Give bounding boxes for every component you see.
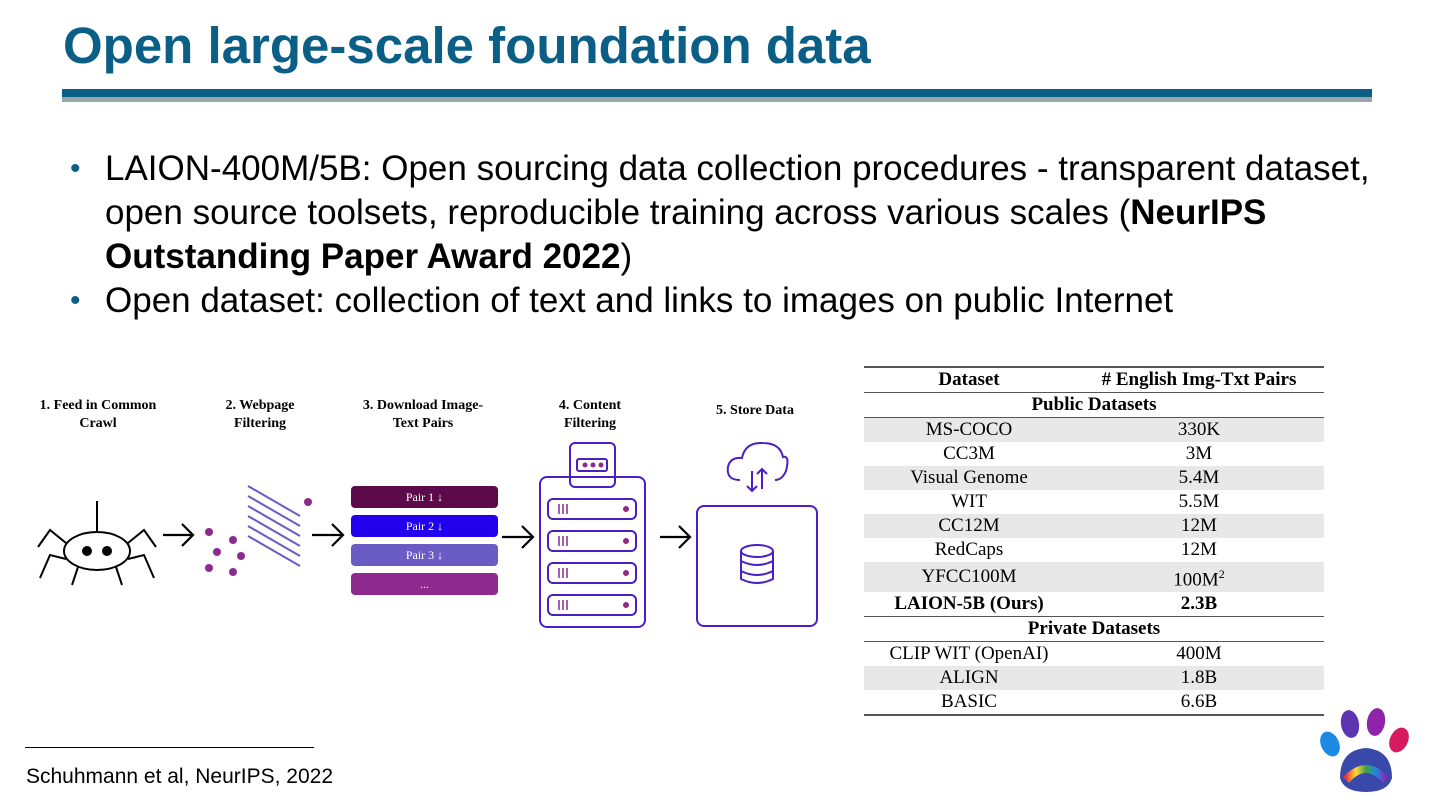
paw-logo-icon — [1320, 708, 1409, 792]
table-row-ours: LAION-5B (Ours)2.3B — [864, 592, 1324, 618]
bullet-item-open-dataset: • Open dataset: collection of text and l… — [70, 279, 1390, 323]
bullet-item-laion: • LAION-400M/5B: Open sourcing data coll… — [70, 147, 1390, 279]
award-text: NeurIPS Outstanding Paper Award 2022 — [105, 193, 1267, 276]
pair-row: Pair 2 ↓ — [351, 515, 498, 537]
step3-label: 3. Download Image-Text Pairs — [362, 398, 484, 431]
arrow-right-icon — [312, 523, 345, 547]
table-header-dataset: Dataset — [864, 366, 1074, 393]
table-cell-value: 100M2 — [1074, 562, 1324, 593]
arrow-right-icon — [163, 523, 195, 547]
table-header-pairs: # English Img-Txt Pairs — [1074, 366, 1324, 393]
database-icon — [696, 505, 818, 627]
bullet-text: LAION-400M/5B: Open sourcing data collec… — [105, 149, 1370, 232]
title-rule-blue — [62, 89, 1372, 97]
graphics-card-icon — [569, 442, 616, 488]
footnote-rule — [25, 747, 314, 748]
footnote-superscript: 2 — [1218, 567, 1225, 581]
public-datasets-heading: Public Datasets — [864, 392, 1324, 418]
server-rack-icon — [539, 476, 646, 628]
diagonal-lines-icon — [247, 485, 301, 567]
scattered-dots-icon — [205, 498, 312, 576]
pair-row: Pair 1 ↓ — [351, 486, 498, 508]
bullet-dot-icon: • — [70, 152, 81, 185]
step2-label: 2. Webpage Filtering — [225, 398, 295, 431]
bullet-text-close: ) — [620, 237, 633, 276]
arrow-right-icon — [660, 525, 692, 549]
bullet-dot-icon: • — [70, 284, 81, 317]
arrow-right-icon — [502, 525, 535, 549]
step5-label: 5. Store Data — [716, 403, 794, 418]
private-datasets-heading: Private Datasets — [864, 616, 1324, 643]
slide-title: Open large-scale foundation data — [63, 17, 871, 74]
spider-icon — [37, 501, 157, 586]
pair-row: ... — [351, 573, 498, 595]
pair-row: Pair 3 ↓ — [351, 544, 498, 566]
cloud-upload-download-icon — [726, 441, 789, 493]
table-row: CLIP WIT (OpenAI)400M — [889, 643, 1222, 665]
dataset-table: Dataset # English Img-Txt Pairs Public D… — [864, 366, 1324, 717]
footnote-citation: Schuhmann et al, NeurIPS, 2022 — [26, 765, 334, 788]
pipeline-diagram: 1. Feed in Common Crawl 2. Webpage Filte… — [20, 385, 830, 645]
title-rule-gray — [62, 97, 1372, 102]
step4-label: 4. Content Filtering — [558, 398, 622, 431]
pipeline-graphics — [37, 441, 818, 628]
bullet-text: Open dataset: collection of text and lin… — [105, 281, 1174, 320]
step1-label: 1. Feed in Common Crawl — [39, 398, 157, 431]
bullet-list: • LAION-400M/5B: Open sourcing data coll… — [70, 147, 1390, 323]
